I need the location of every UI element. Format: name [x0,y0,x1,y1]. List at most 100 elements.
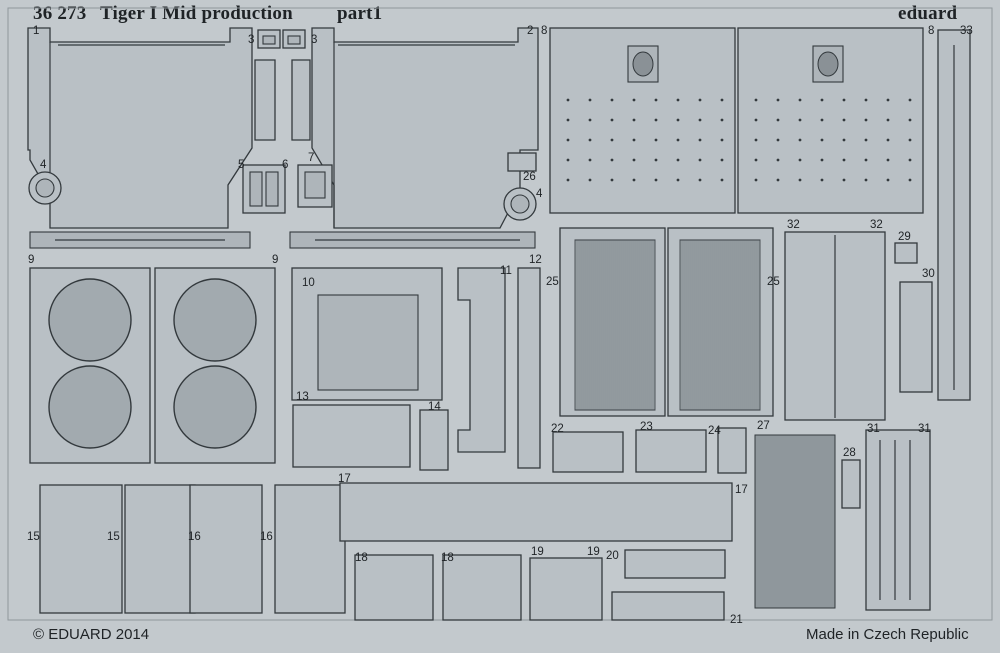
rivet-dot [632,118,636,122]
part-15-16-panels [39,484,346,614]
rivet-dot [776,98,780,102]
rivet-dot [842,158,846,162]
part-27-mesh [754,434,836,609]
rivet-dot [610,98,614,102]
rivet-dot [566,178,570,182]
rivet-dot [842,178,846,182]
part-3-clips [257,29,306,49]
part-number-label: 27 [757,420,770,432]
part-24 [717,427,747,474]
part-21 [611,591,725,621]
rivet-dot [754,158,758,162]
part-26 [507,152,537,172]
rivet-dot [908,118,912,122]
part-number-label: 8 [928,25,934,37]
part-number-label: 28 [843,447,856,459]
part-number-label: 19 [531,546,544,558]
part-number-label: 29 [898,231,911,243]
part-number-label: 26 [523,171,536,183]
part-30 [899,281,933,393]
part-1-fender-panel [27,27,276,249]
rivet-dot [908,98,912,102]
part-13 [292,404,411,468]
rivet-dot [720,118,724,122]
rivet-dot [776,178,780,182]
rivet-dot [864,178,868,182]
part-25-grilles [559,227,774,417]
part-number-label: 9 [28,254,34,266]
rivet-dot [864,98,868,102]
rivet-dot [610,138,614,142]
rivet-dot [566,118,570,122]
rivet-dot [588,138,592,142]
rivet-dot [820,138,824,142]
part-number-label: 18 [441,552,454,564]
rivet-dot [676,98,680,102]
rivet-dot [566,158,570,162]
part-22 [552,431,624,473]
rivet-dot [754,138,758,142]
rivet-dot [776,158,780,162]
part-number-label: 13 [296,391,309,403]
rivet-dot [676,158,680,162]
rivet-dot [908,138,912,142]
rivet-dot [588,98,592,102]
rivet-dot [698,138,702,142]
rivet-dot [798,138,802,142]
part-number-label: 32 [787,219,800,231]
rivet-dot [798,118,802,122]
part-31-strips [865,429,931,611]
part-number-label: 11 [500,265,512,277]
rivet-dot [676,138,680,142]
rivet-dot [798,98,802,102]
part-number-label: 32 [870,219,883,231]
part-17-strip [339,482,733,542]
part-number-label: 18 [355,552,368,564]
copyright-text: © EDUARD 2014 [33,626,150,643]
part-number-label: 33 [960,25,973,37]
origin-text: Made in Czech Republic [806,626,969,643]
rivet-dot [676,118,680,122]
rivet-dot [864,138,868,142]
rivet-dot [588,178,592,182]
rivet-dot [886,178,890,182]
part-number-label: 19 [587,546,600,558]
rivet-dot [654,178,658,182]
part-14 [419,409,449,471]
part-29 [894,242,918,264]
part-number-label: 25 [546,276,559,288]
rivet-dot [776,138,780,142]
part-number-label: 16 [188,531,201,543]
part-number-label: 24 [708,425,721,437]
rivet-dot [654,138,658,142]
part-number-label: 2 [527,25,533,37]
rivet-dot [632,178,636,182]
part-number-label: 5 [238,159,244,171]
part-number-label: 3 [248,34,254,46]
part-number-label: 4 [40,159,47,171]
part-5-6-bracket [242,164,286,214]
part-number-label: 6 [282,159,288,171]
part-18b [442,554,522,621]
rivet-dot [820,178,824,182]
rivet-dot [610,178,614,182]
part-number-label: 12 [529,254,542,266]
rivet-dot [820,98,824,102]
part-number-label: 1 [33,25,39,37]
part-number-label: 23 [640,421,653,433]
rivet-dot [632,138,636,142]
part-number-label: 3 [311,34,317,46]
rivet-dot [698,158,702,162]
rivet-dot [820,158,824,162]
part-number-label: 15 [27,531,40,543]
rivet-dot [698,118,702,122]
rivet-dot [720,138,724,142]
rivet-dot [864,158,868,162]
part-20 [624,549,726,579]
rivet-dot [886,158,890,162]
rivet-dot [908,178,912,182]
part-number-label: 9 [272,254,278,266]
part-number-label: 31 [867,423,880,435]
part-10-box [291,267,443,401]
